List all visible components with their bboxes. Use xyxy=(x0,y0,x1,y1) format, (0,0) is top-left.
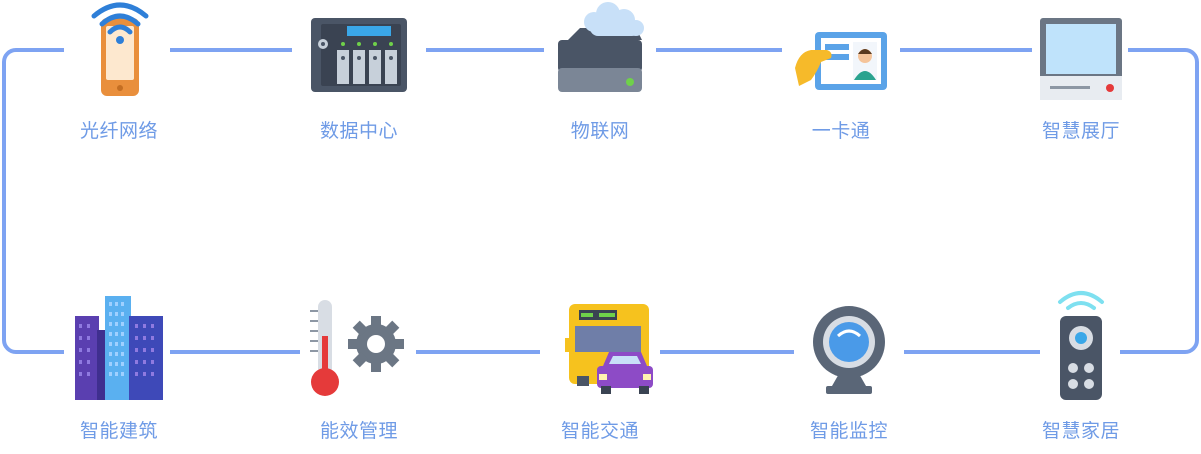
node-label: 智慧展厅 xyxy=(1041,120,1120,142)
node-smart-building: 智能建筑 xyxy=(44,296,194,443)
buildings-icon xyxy=(75,296,163,400)
node-smart-home: 智慧家居 xyxy=(1006,286,1156,443)
node-card-system: 一卡通 xyxy=(766,0,916,143)
node-smart-showroom: 智慧展厅 xyxy=(1006,0,1156,143)
display-monitor-icon xyxy=(1040,18,1122,100)
remote-control-icon xyxy=(1058,291,1104,400)
node-label: 智能建筑 xyxy=(79,420,158,442)
node-smart-traffic: 智能交通 xyxy=(525,296,675,443)
node-label: 能效管理 xyxy=(319,420,398,442)
smartphone-wifi-icon xyxy=(91,2,149,96)
bus-car-icon xyxy=(565,304,653,394)
node-label: 智慧家居 xyxy=(1041,420,1120,442)
node-fiber-network: 光纤网络 xyxy=(44,0,194,143)
node-smart-monitoring: 智能监控 xyxy=(774,296,924,443)
node-label: 数据中心 xyxy=(319,120,398,142)
node-label: 物联网 xyxy=(570,120,630,142)
node-energy-management: 能效管理 xyxy=(284,296,434,443)
webcam-icon xyxy=(813,306,885,394)
node-data-center: 数据中心 xyxy=(284,0,434,143)
thermometer-gear-icon xyxy=(310,300,404,396)
nas-server-icon xyxy=(311,18,407,92)
node-iot: 物联网 xyxy=(525,0,675,143)
node-label: 一卡通 xyxy=(811,120,871,142)
node-label: 智能交通 xyxy=(560,420,639,442)
node-label: 智能监控 xyxy=(809,420,888,442)
node-label: 光纤网络 xyxy=(79,120,158,142)
cloud-device-icon xyxy=(558,2,644,92)
id-card-icon xyxy=(795,32,887,90)
